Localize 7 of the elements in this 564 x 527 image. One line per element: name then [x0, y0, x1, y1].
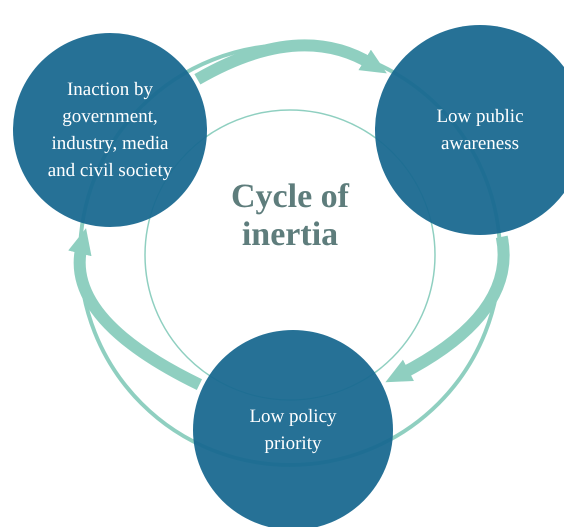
node-text: Inaction by government, industry, media and civil society: [46, 78, 174, 183]
node-text: Low public awareness: [435, 105, 525, 156]
node-text: Low policy priority: [248, 405, 338, 456]
curved-arrow: [68, 228, 202, 390]
curved-arrow: [386, 236, 510, 383]
curved-arrow: [194, 39, 388, 85]
title: Cycle of inertia: [230, 178, 350, 254]
